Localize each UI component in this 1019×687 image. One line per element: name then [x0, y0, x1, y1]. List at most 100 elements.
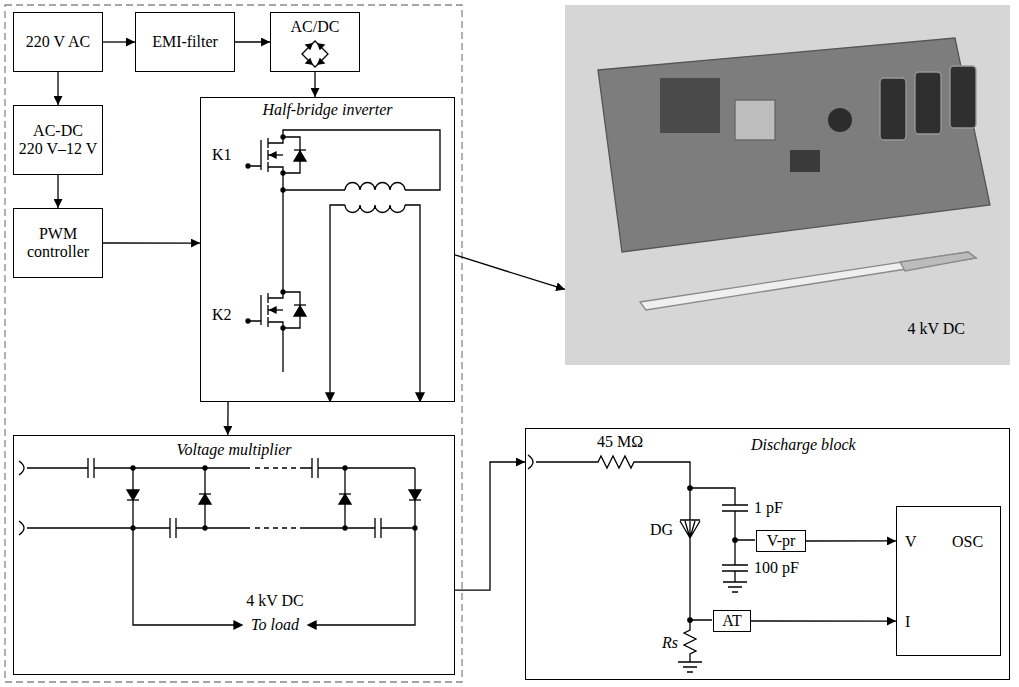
signal-arrow: [227, 402, 229, 435]
multiplier-ladder: [199, 494, 211, 504]
discharge-circuit: [680, 520, 700, 538]
multiplier-ladder: [127, 490, 139, 500]
part-label: K1: [212, 146, 232, 164]
multiplier-ladder: [133, 468, 236, 625]
block-label: EMI-filter: [152, 33, 218, 51]
mosfet-symbol: [281, 171, 285, 175]
multiplier-ladder: [343, 526, 347, 530]
block-label: AC/DC: [291, 18, 340, 36]
block-label: OSC: [952, 533, 983, 551]
board-photo: [565, 5, 1010, 365]
mosfet-symbol: [281, 135, 285, 139]
multiplier-ladder: [314, 468, 415, 625]
discharge-circuit: [733, 538, 737, 542]
label-holder: 100 pF: [754, 559, 799, 577]
signal-arrow: [455, 462, 525, 590]
transformer-symbol: [330, 205, 420, 394]
label-holder: 45 MΩ: [597, 433, 643, 451]
mosfet-symbol: [246, 164, 250, 168]
discharge-circuit: [684, 538, 696, 662]
board-photo: [598, 38, 990, 252]
multiplier-ladder: [203, 466, 207, 470]
discharge-circuit: [536, 456, 690, 520]
dashed-enclosure: [5, 5, 462, 682]
transformer-symbol: [281, 183, 424, 402]
signal-arrow: [455, 255, 565, 289]
label-holder: K1: [212, 146, 232, 164]
mosfet-symbol: [246, 130, 440, 372]
signal-arrow: [235, 41, 270, 42]
multiplier-ladder: [234, 621, 242, 629]
multiplier-ladder: [339, 493, 351, 494]
signal-arrow: [751, 620, 896, 621]
discharge-circuit: [528, 455, 755, 672]
signal-arrow: [103, 41, 135, 42]
block-label: V: [905, 533, 917, 551]
part-label: To load: [251, 616, 299, 634]
block-box: V OSC I: [896, 506, 1001, 656]
block-label: Half-bridge inverter: [262, 101, 392, 119]
signal-arrow: [57, 72, 58, 105]
mosfet-symbol: [270, 152, 276, 158]
board-photo: [735, 100, 775, 140]
block-box: V-pr: [756, 530, 806, 552]
board-photo: [900, 252, 976, 271]
signal-arrow: [103, 242, 200, 243]
multiplier-ladder: [203, 526, 207, 530]
signal-arrow: [314, 72, 315, 97]
part-label: 4 kV DC: [246, 592, 304, 610]
block-label: AT: [722, 612, 742, 630]
dashed-enclosure: [5, 5, 462, 682]
multiplier-ladder: [131, 466, 135, 470]
multiplier-ladder: [339, 494, 351, 504]
part-label: Rs: [662, 634, 678, 652]
block-label: 4 kV DC: [908, 320, 966, 338]
board-photo: [640, 252, 976, 310]
mosfet-symbol: [246, 319, 250, 323]
mosfet-symbol: [268, 167, 283, 298]
discharge-circuit: [690, 488, 748, 582]
multiplier-ladder: [27, 518, 415, 538]
board-photo: [915, 72, 941, 134]
discharge-circuit: [678, 662, 702, 672]
board-photo: [828, 108, 852, 132]
part-label: 45 MΩ: [597, 433, 643, 451]
block-box: AC-DC220 V–12 V: [13, 105, 103, 175]
block-box: EMI-filter: [135, 12, 235, 72]
transformer-symbol: [416, 393, 424, 401]
mosfet-symbol: [281, 290, 285, 294]
block-box: Half-bridge inverter: [200, 97, 455, 402]
part-label: K2: [212, 306, 232, 324]
discharge-circuit: [690, 540, 755, 620]
multiplier-ladder: [343, 466, 347, 470]
board-photo: [660, 78, 720, 133]
discharge-circuit: [688, 486, 692, 490]
block-box: AT: [713, 610, 751, 632]
block-label: AC-DC: [33, 122, 83, 140]
mosfet-symbol: [268, 130, 440, 190]
mosfet-symbol: [294, 149, 306, 150]
multiplier-ladder: [19, 461, 24, 535]
part-label: 1 pF: [754, 499, 783, 517]
bridge-rectifier-symbol: [306, 44, 312, 49]
block-box: Discharge blockV-prVOSCIAT: [525, 428, 1010, 680]
multiplier-ladder: [409, 499, 421, 500]
block-label: 220 V AC: [26, 33, 90, 51]
bridge-rectifier-symbol: [302, 41, 328, 67]
mosfet-symbol: [294, 151, 306, 161]
board-photo: [880, 78, 906, 140]
transformer-symbol: [283, 189, 345, 190]
bridge-rectifier-symbol: [306, 59, 312, 64]
multiplier-ladder: [127, 499, 139, 500]
discharge-circuit: [528, 455, 533, 469]
block-label: I: [905, 613, 910, 631]
board-photo: [565, 5, 1010, 365]
block-box: 220 V AC: [13, 12, 103, 72]
part-label: 100 pF: [754, 559, 799, 577]
multiplier-ladder: [131, 526, 135, 530]
block-box: AC/DC: [270, 12, 360, 72]
multiplier-ladder: [255, 468, 297, 528]
label-holder: 1 pF: [754, 499, 783, 517]
